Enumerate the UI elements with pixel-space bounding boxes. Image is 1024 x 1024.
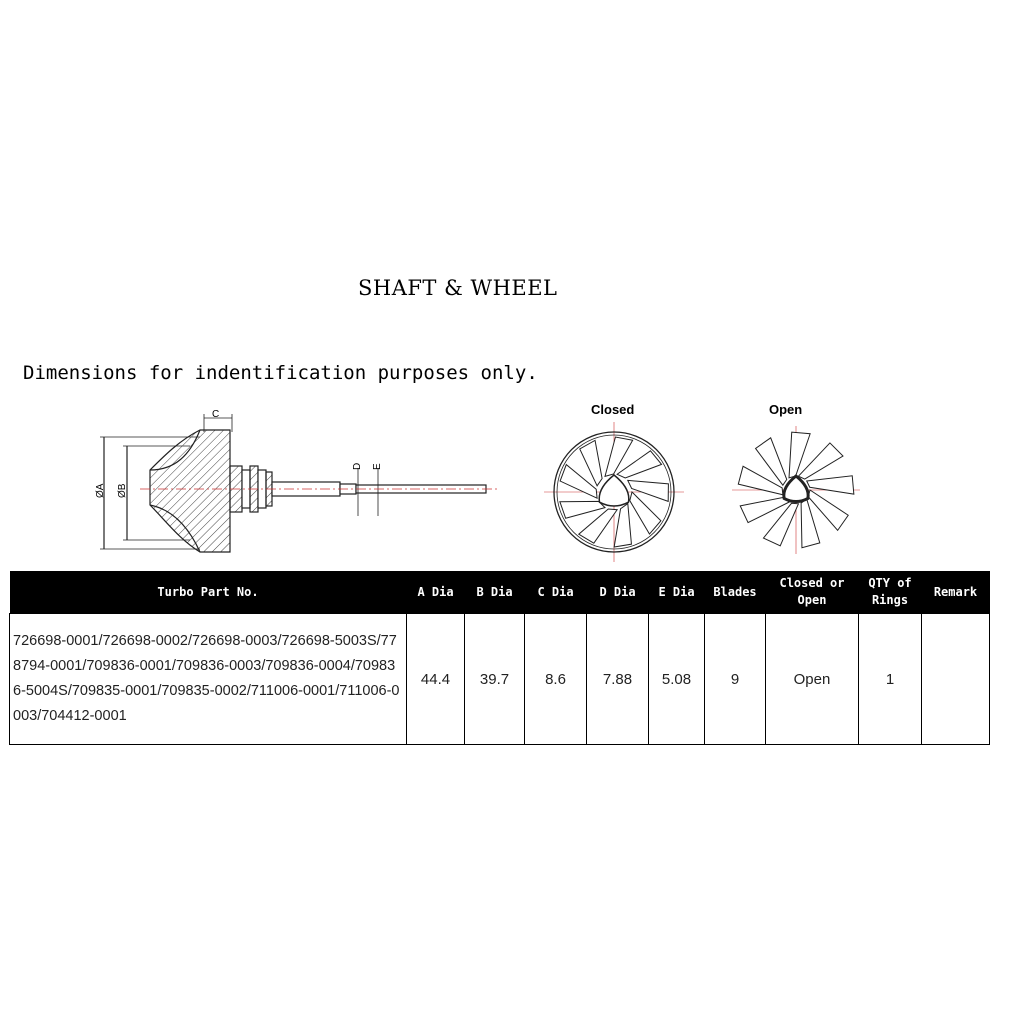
wheel-blade: [626, 479, 669, 503]
header-e-dia: E Dia: [648, 571, 705, 614]
dim-label-e: E: [372, 463, 383, 470]
header-closed-open: Closed or Open: [765, 571, 859, 614]
closed-wheel-label: Closed: [591, 402, 635, 417]
wheel-blade: [797, 442, 844, 480]
wheel-blade: [577, 508, 619, 544]
cell-part-no: 726698-0001/726698-0002/726698-0003/7266…: [9, 613, 407, 745]
wheel-blade: [754, 437, 788, 487]
cell-b-dia: 39.7: [464, 613, 525, 745]
wheel-blade: [579, 439, 603, 487]
closed-wheel-drawing: [544, 422, 684, 562]
open-wheel-label: Open: [769, 402, 803, 417]
dim-label-d: D: [352, 463, 363, 470]
wheel-blade: [805, 475, 855, 495]
table-header-row: Turbo Part No. A Dia B Dia C Dia D Dia E…: [9, 571, 990, 614]
header-b-dia: B Dia: [464, 571, 525, 614]
header-a-dia: A Dia: [406, 571, 465, 614]
shaft-wheel-diagram: ØA ØB C D E: [95, 409, 860, 562]
wheel-blade: [762, 502, 800, 547]
wheel-hub: [782, 474, 810, 504]
cell-d-dia: 7.88: [586, 613, 649, 745]
wheel-blade: [604, 436, 634, 478]
wheel-hub: [598, 474, 630, 507]
wheel-blade: [629, 491, 662, 535]
cell-blades: 9: [704, 613, 766, 745]
cell-remark: [921, 613, 990, 745]
wheel-blade: [613, 502, 632, 548]
table-row: 726698-0001/726698-0002/726698-0003/7266…: [9, 613, 990, 745]
shaft-side-view: [100, 414, 487, 553]
page-subtitle: Dimensions for indentification purposes …: [23, 362, 538, 384]
dim-label-a: ØA: [95, 483, 106, 498]
header-qty-rings: QTY of Rings: [858, 571, 922, 614]
header-d-dia: D Dia: [586, 571, 649, 614]
wheel-blade: [616, 450, 663, 479]
header-remark: Remark: [921, 571, 990, 614]
dim-label-b: ØB: [117, 483, 128, 498]
cell-a-dia: 44.4: [406, 613, 465, 745]
wheel-blade: [559, 500, 606, 519]
open-wheel-drawing: [732, 426, 860, 554]
page-title: SHAFT & WHEEL: [358, 276, 558, 300]
header-part-no: Turbo Part No.: [9, 571, 407, 614]
cell-c-dia: 8.6: [524, 613, 587, 745]
cell-closed-open: Open: [765, 613, 859, 745]
header-blades: Blades: [704, 571, 766, 614]
wheel-blade: [559, 463, 598, 499]
header-c-dia: C Dia: [524, 571, 587, 614]
cell-qty-rings: 1: [858, 613, 922, 745]
cell-e-dia: 5.08: [648, 613, 705, 745]
dim-label-c: C: [212, 409, 219, 420]
wheel-blade: [737, 465, 784, 496]
spec-table: Turbo Part No. A Dia B Dia C Dia D Dia E…: [9, 571, 990, 745]
